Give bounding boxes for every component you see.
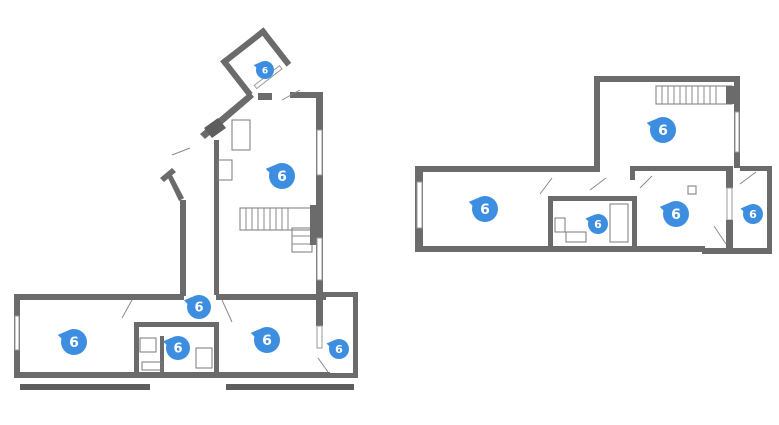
room-badge-upper-hall: 6 [646,117,676,143]
badge-label: 6 [69,335,79,351]
room-badge-left-room: 6 [57,329,87,355]
badge-shape [472,196,498,222]
badge-label: 6 [262,333,272,349]
room-badge-hall: 6 [184,295,211,319]
room-badges: 6 6 6 6 6 6 6 6 6 6 6 6 [57,61,763,360]
badge-shape [743,204,763,224]
stairs-level-1 [239,205,316,253]
badge-label: 6 [194,301,203,316]
badge-label: 6 [262,66,268,76]
room-badge-balcony-right: 6 [326,339,349,359]
room-badge-living-room: 6 [265,163,295,189]
badge-label: 6 [480,202,490,218]
room-badge-bathroom: 6 [163,336,190,360]
badge-shape [329,339,349,359]
badge-label: 6 [658,123,668,139]
badge-label: 6 [335,343,343,356]
badge-shape [663,201,689,227]
room-badge-upper-bathroom: 6 [585,214,608,234]
badge-shape [269,163,295,189]
badge-shape [166,336,190,360]
badge-shape [588,214,608,234]
badge-shape [256,61,274,79]
badge-label: 6 [594,218,602,231]
level-2-walls [415,76,772,254]
room-badge-upper-bedroom: 6 [659,201,689,227]
room-badge-upper-left-room: 6 [468,196,498,222]
badge-label: 6 [173,342,182,357]
badge-shape [650,117,676,143]
badge-shape [61,329,87,355]
badge-label: 6 [277,169,287,185]
level-1-walls [14,27,358,390]
badge-shape [187,295,211,319]
stairs-level-2 [655,85,734,105]
room-badge-upper-balcony: 6 [740,204,763,224]
room-badge-bedroom: 6 [250,327,280,353]
badge-label: 6 [749,208,757,221]
room-badge-balcony-top: 6 [253,61,274,79]
badge-label: 6 [671,207,681,223]
badge-shape [254,327,280,353]
